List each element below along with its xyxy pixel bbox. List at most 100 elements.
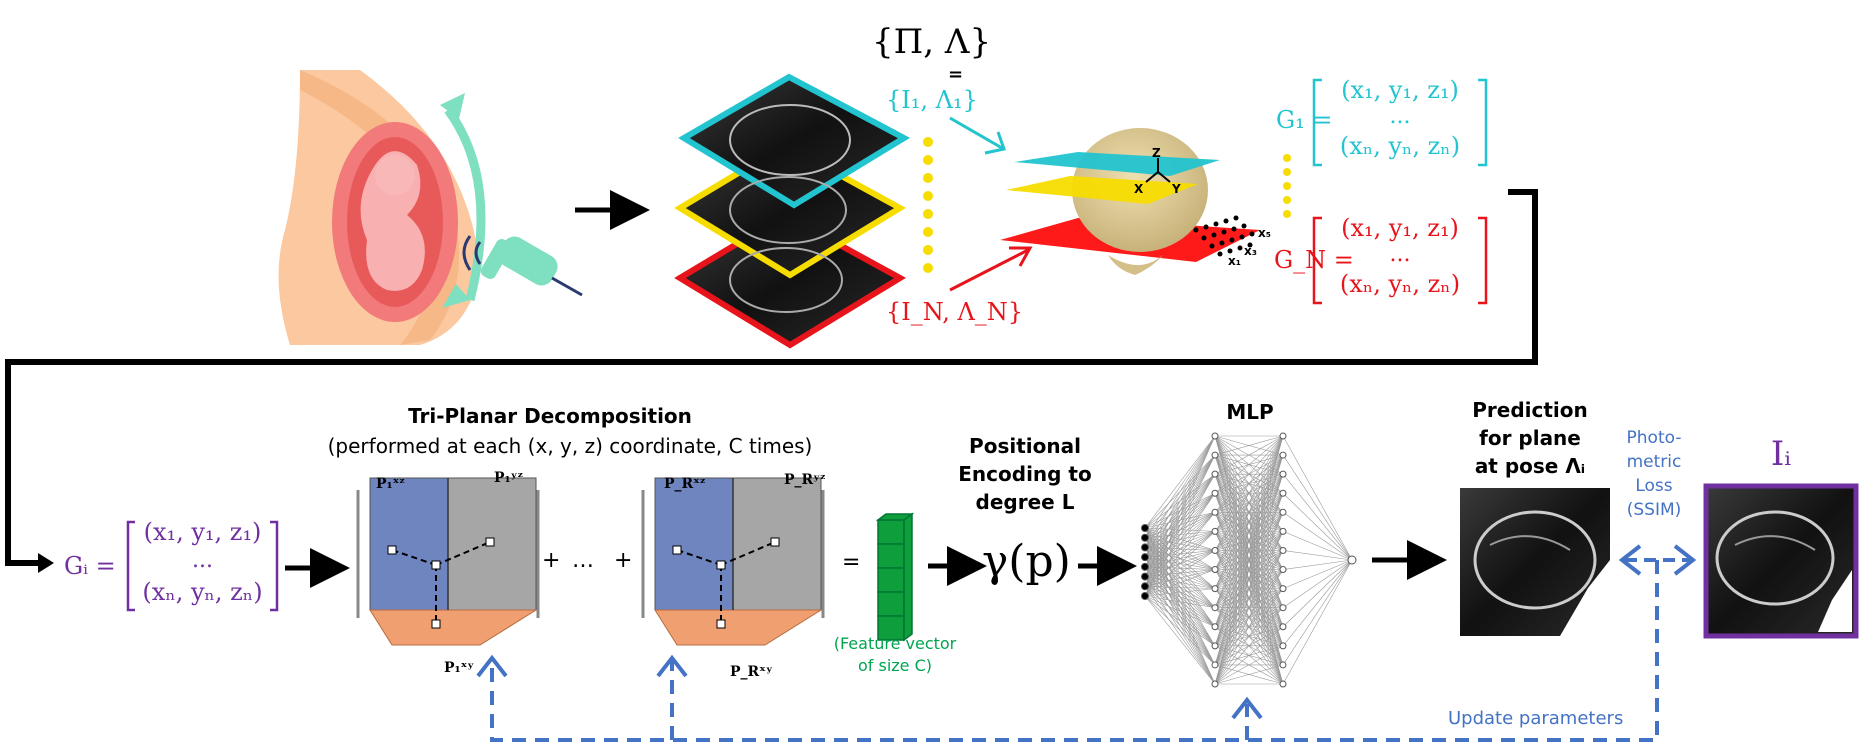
mlp-node [1211, 642, 1219, 650]
triplane-cube-1 [356, 477, 540, 646]
g1-row-2: ... [1389, 104, 1411, 129]
mlp-edge [1282, 512, 1353, 561]
mlp-edge [1282, 454, 1353, 561]
mlp-edge [1144, 595, 1216, 608]
gi-matrix-brackets [126, 520, 279, 612]
mlp-node [1211, 566, 1219, 574]
vertical-ellipsis-yellow [923, 137, 933, 273]
mlp-edge [1144, 454, 1216, 587]
plus-sign-1: + [542, 548, 561, 573]
mlp-node [1211, 604, 1219, 612]
equals-sign-bottom: = [842, 550, 861, 575]
mlp-edge [1282, 559, 1353, 589]
mlp-edge [1282, 559, 1353, 647]
mlp-node [1279, 680, 1287, 688]
gn-row-1: (x₁, y₁, z₁) [1341, 214, 1459, 242]
axis-y-label: Y [1172, 182, 1181, 196]
mlp-edge [1214, 435, 1284, 513]
mlp-edge [1214, 474, 1284, 685]
last-pair-label: {I_N, Λ_N} [886, 298, 1024, 326]
axis-x-label: X [1134, 182, 1144, 196]
update-parameters-path [476, 560, 1659, 742]
mlp-edge [1144, 595, 1216, 628]
mlp-node [1211, 661, 1219, 669]
equals-sign: = [948, 64, 964, 85]
gn-row-3: (xₙ, yₙ, zₙ) [1339, 270, 1461, 298]
mlp-edge [1214, 435, 1284, 532]
set-label: {Π, Λ} [872, 22, 992, 62]
mlp-node [1279, 642, 1287, 650]
mlp-edge [1144, 595, 1216, 666]
triplanar-title: Tri-Planar Decomposition [408, 404, 692, 428]
prediction-title-1: Prediction [1472, 398, 1588, 422]
mlp-edge [1144, 586, 1216, 685]
mlp-edge [1144, 435, 1216, 558]
mlp-node [1279, 451, 1287, 459]
mlp-edge [1214, 435, 1284, 551]
g1-matrix-brackets [1312, 78, 1488, 167]
triplane-cube-r [641, 477, 825, 646]
mlp-edge [1214, 435, 1284, 646]
plus-sign-2: + [614, 548, 633, 573]
gi-row-1: (x₁, y₁, z₁) [143, 518, 262, 546]
mlp-node [1279, 566, 1287, 574]
mlp-node [1279, 546, 1287, 554]
mlp-edge [1144, 531, 1216, 587]
pe-title-3: degree L [975, 490, 1075, 514]
mlp-edge [1214, 550, 1284, 685]
pe-title-1: Positional [969, 434, 1081, 458]
gi-label: Gᵢ = [64, 552, 116, 580]
mlp-edge [1144, 531, 1216, 597]
mlp-node [1211, 489, 1219, 497]
mlp-node [1279, 489, 1287, 497]
target-image-label: Iᵢ [1770, 434, 1792, 474]
mlp-node [1279, 585, 1287, 593]
feature-caption-2: of size C) [857, 656, 933, 675]
pr-yz-label: P_Rʸᶻ [784, 472, 826, 488]
update-parameters-label: Update parameters [1448, 708, 1624, 729]
mlp-edge [1282, 493, 1353, 561]
mlp-edge [1144, 512, 1216, 597]
mlp-edge [1144, 493, 1216, 597]
mlp-edge [1144, 454, 1216, 597]
p1-xz-label: P₁ˣᶻ [376, 476, 406, 492]
mlp-node [1141, 562, 1149, 571]
mlp-node [1279, 470, 1287, 478]
mlp-edge [1144, 435, 1216, 567]
mlp-edge [1214, 569, 1284, 685]
loss-label-3: Loss [1635, 476, 1673, 496]
red-arrow [949, 248, 1029, 292]
target-ultrasound-image [1703, 483, 1859, 639]
prediction-title-3: at pose Λᵢ [1474, 454, 1586, 478]
mlp-edge [1144, 493, 1216, 587]
mlp-edge [1144, 586, 1216, 666]
mlp-node [1279, 623, 1287, 631]
p1-xy-label: P₁ˣʸ [444, 660, 475, 676]
mlp-node [1141, 572, 1149, 581]
mlp-node [1211, 680, 1219, 688]
mlp-title: MLP [1226, 400, 1274, 424]
mlp-edge [1144, 474, 1216, 597]
mlp-edge [1214, 435, 1284, 570]
mlp-edge [1214, 588, 1284, 685]
mlp-edge [1144, 595, 1216, 685]
mlp-edge [1282, 559, 1353, 608]
gi-row-3: (xₙ, yₙ, zₙ) [142, 578, 263, 606]
mlp-edge [1144, 435, 1216, 548]
mlp-edge [1144, 473, 1216, 587]
mlp-edge [1214, 645, 1284, 685]
triplanar-subtitle: (performed at each (x, y, z) coordinate,… [327, 434, 813, 458]
mlp-node [1141, 582, 1149, 591]
mlp-node [1279, 604, 1287, 612]
mlp-node [1211, 546, 1219, 554]
pregnant-woman-ultrasound-icon [278, 70, 583, 345]
vertical-ellipsis-yellow-2 [1283, 154, 1291, 218]
mlp-edge [1144, 435, 1216, 529]
mlp-node [1141, 543, 1149, 552]
g1-label: G₁ = [1276, 106, 1333, 134]
loss-label-1: Photo- [1626, 428, 1682, 448]
point-x1-label: x₁ [1228, 254, 1241, 268]
fetal-brain-volume [1000, 128, 1260, 275]
mlp-edge [1214, 454, 1284, 685]
